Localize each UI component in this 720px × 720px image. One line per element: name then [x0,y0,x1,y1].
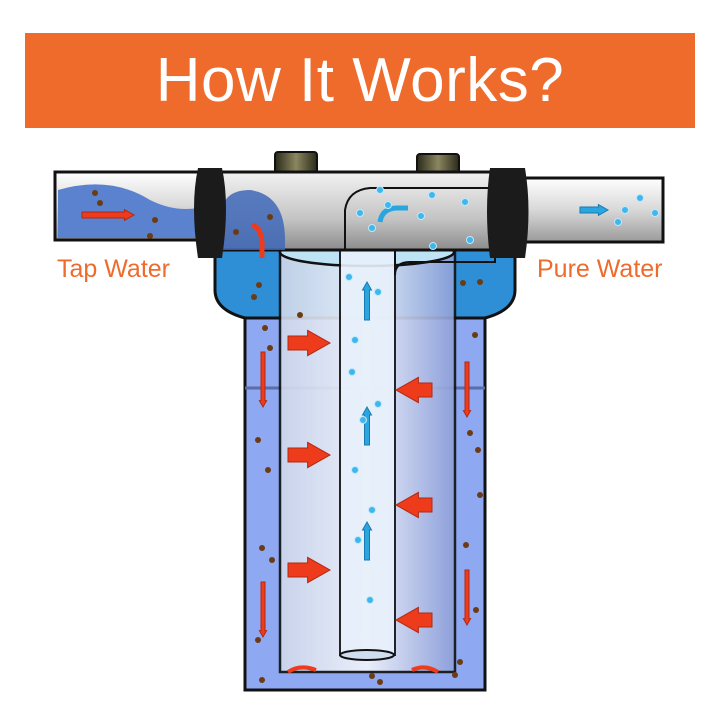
particle-dot [262,325,268,331]
clean-bubble-dot [374,288,382,296]
downflow-arrow-icon [462,361,472,419]
particle-dot [251,294,257,300]
particle-dot [152,217,158,223]
clean-bubble-dot [384,201,392,209]
particle-dot [477,492,483,498]
outlet-coupler [487,168,529,258]
clean-bubble-dot [466,236,474,244]
particle-dot [233,229,239,235]
downflow-arrow-icon [462,569,472,627]
inward-arrow-icon [287,329,332,357]
particle-dot [255,637,261,643]
bottom-flow-arrow-icon [286,665,317,674]
clean-bubble-dot [345,273,353,281]
clean-flow-arrow-icon [377,205,408,223]
particle-dot [297,312,303,318]
particle-dot [267,214,273,220]
particle-dot [457,659,463,665]
pure-water-label: Pure Water [537,255,663,283]
inward-arrow-icon [287,441,332,469]
clean-bubble-dot [359,416,367,424]
clean-bubble-dot [368,506,376,514]
clean-bubble-dot [351,466,359,474]
clean-bubble-dot [376,186,384,194]
clean-bubble-dot [429,242,437,250]
particle-dot [92,190,98,196]
inward-arrow-icon [394,606,433,634]
particle-dot [259,545,265,551]
tap-water-label: Tap Water [57,255,171,283]
clean-bubble-dot [651,209,659,217]
clean-bubble-dot [356,209,364,217]
particle-dot [460,280,466,286]
upflow-arrow-icon [361,520,373,561]
particle-dot [255,437,261,443]
title-banner: How It Works? [25,33,695,128]
particle-dot [467,430,473,436]
particle-dot [267,345,273,351]
particle-dot [369,673,375,679]
clean-bubble-dot [351,336,359,344]
inlet-coupler [194,168,226,258]
particle-dot [473,607,479,613]
downflow-arrow-icon [251,222,265,258]
particle-dot [452,672,458,678]
particle-dot [259,677,265,683]
clean-bubble-dot [368,224,376,232]
particle-dot [477,279,483,285]
inward-arrow-icon [287,556,332,584]
clean-bubble-dot [366,596,374,604]
particle-dot [147,233,153,239]
page-title: How It Works? [155,46,565,115]
bottom-flow-arrow-icon [411,665,440,674]
inward-arrow-icon [394,376,433,404]
particle-dot [269,557,275,563]
particle-dot [463,542,469,548]
clean-bubble-dot [621,206,629,214]
downflow-arrow-icon [258,581,268,639]
particle-dot [256,282,262,288]
inflow-arrow-icon [81,208,136,222]
clean-bubble-dot [374,400,382,408]
upflow-arrow-icon [361,280,373,321]
particle-dot [377,679,383,685]
particle-dot [265,467,271,473]
clean-bubble-dot [636,194,644,202]
particle-dot [472,332,478,338]
clean-bubble-dot [417,212,425,220]
clean-bubble-dot [461,198,469,206]
particle-dot [97,200,103,206]
outflow-arrow-icon [579,203,610,217]
downflow-arrow-icon [258,351,268,409]
particle-dot [475,447,481,453]
clean-bubble-dot [354,536,362,544]
clean-bubble-dot [614,218,622,226]
clean-bubble-dot [428,191,436,199]
clean-bubble-dot [348,368,356,376]
inward-arrow-icon [394,491,433,519]
